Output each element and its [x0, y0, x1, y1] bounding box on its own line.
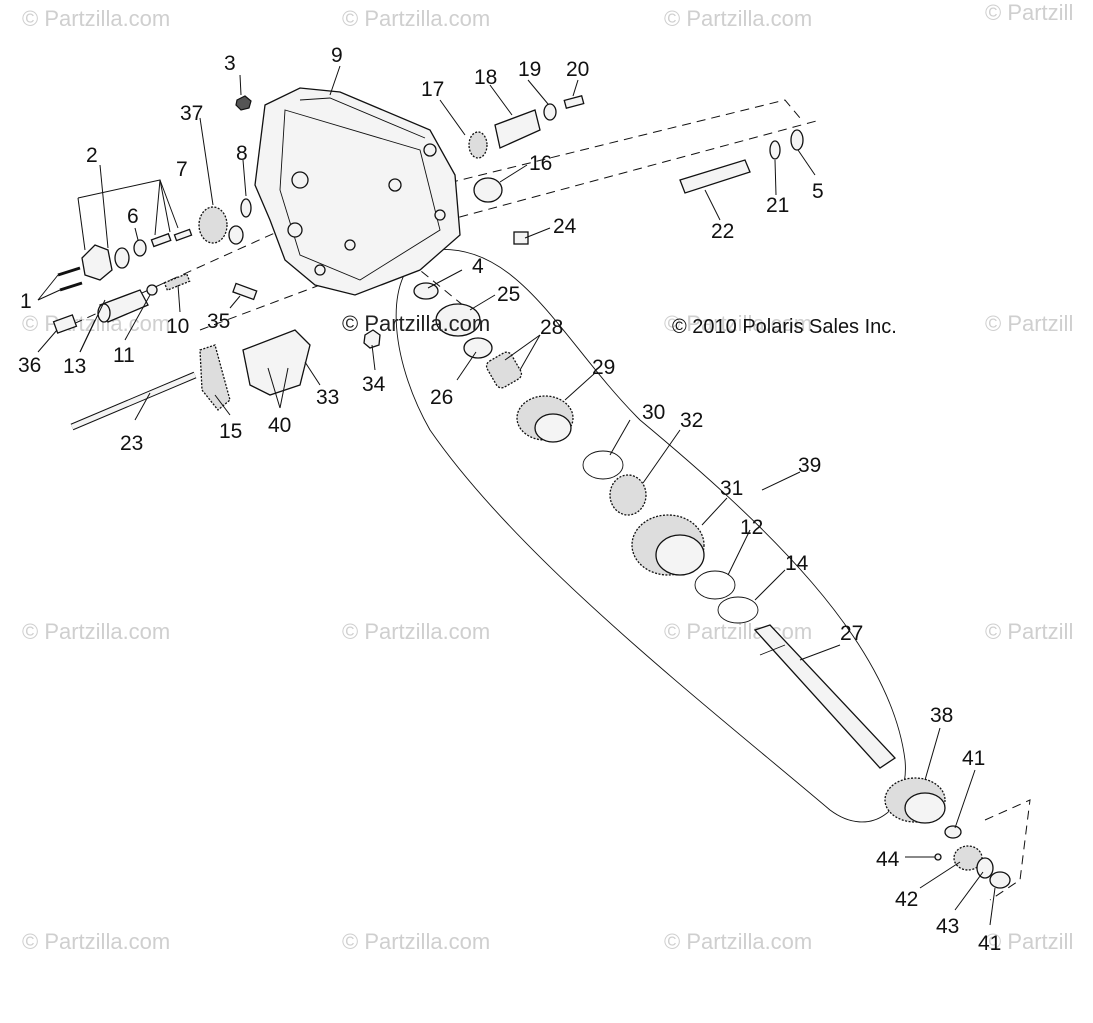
callout-39: 39	[798, 454, 821, 477]
callout-32: 32	[680, 409, 703, 432]
callout-15: 15	[219, 420, 242, 443]
callout-8: 8	[236, 142, 248, 165]
callout-19: 19	[518, 58, 541, 81]
callout-20: 20	[566, 58, 589, 81]
callout-41-top: 41	[962, 747, 985, 770]
callout-27: 27	[840, 622, 863, 645]
callout-36: 36	[18, 354, 41, 377]
callout-16: 16	[529, 152, 552, 175]
main-shaft-stack	[413, 282, 1011, 889]
copyright-notice: © 2010 Polaris Sales Inc.	[672, 316, 897, 338]
watermark: © Partzilla.com	[22, 619, 170, 644]
watermark: © Partzilla.com	[22, 311, 170, 336]
callout-1: 1	[20, 290, 32, 313]
center-watermark: © Partzilla.com	[342, 311, 490, 336]
callout-4: 4	[472, 255, 484, 278]
callout-40: 40	[268, 414, 291, 437]
watermark: © Partzill	[985, 619, 1073, 644]
callout-13: 13	[63, 355, 86, 378]
watermark: © Partzill	[985, 311, 1073, 336]
callout-2: 2	[86, 144, 98, 167]
part-39-assembly-outline	[395, 248, 906, 823]
callout-41-bottom: 41	[978, 932, 1001, 955]
callout-42: 42	[895, 888, 918, 911]
callout-labels: 1 2 3 4 5 6 7 8 9 10 11 12 13 14 15 16 1…	[18, 44, 1001, 955]
top-right-parts	[468, 95, 804, 203]
callout-30: 30	[642, 401, 665, 424]
callout-11: 11	[113, 344, 135, 367]
callout-3: 3	[224, 52, 236, 75]
watermark: © Partzilla.com	[342, 929, 490, 954]
callout-33: 33	[316, 386, 339, 409]
callout-18: 18	[474, 66, 497, 89]
callout-10: 10	[166, 315, 189, 338]
watermark: © Partzilla.com	[664, 929, 812, 954]
callout-35: 35	[207, 310, 230, 333]
callout-6: 6	[127, 205, 139, 228]
callout-28: 28	[540, 316, 563, 339]
watermark: © Partzilla.com	[342, 619, 490, 644]
callout-17: 17	[421, 78, 444, 101]
callout-29: 29	[592, 356, 615, 379]
callout-34: 34	[362, 373, 386, 396]
callout-9: 9	[331, 44, 343, 67]
leader-lines	[37, 65, 996, 926]
callout-38: 38	[930, 704, 953, 727]
callout-21: 21	[766, 194, 789, 217]
transmission-case-housing	[254, 87, 461, 296]
callout-14: 14	[785, 552, 809, 575]
callout-43: 43	[936, 915, 959, 938]
watermark: © Partzilla.com	[342, 6, 490, 31]
watermark-layer: © Partzilla.com © Partzilla.com © Partzi…	[22, 0, 1073, 954]
callout-25: 25	[497, 283, 520, 306]
callout-24: 24	[553, 215, 577, 238]
callout-23: 23	[120, 432, 143, 455]
callout-44: 44	[876, 848, 900, 871]
callout-31: 31	[720, 477, 743, 500]
callout-7: 7	[176, 158, 188, 181]
watermark: © Partzilla.com	[664, 6, 812, 31]
callout-22: 22	[711, 220, 734, 243]
callout-37: 37	[180, 102, 203, 125]
watermark: © Partzilla.com	[664, 311, 812, 336]
watermark: © Partzilla.com	[22, 929, 170, 954]
watermark: © Partzilla.com	[22, 6, 170, 31]
callout-12: 12	[740, 516, 763, 539]
callout-5: 5	[812, 180, 824, 203]
watermark: © Partzill	[985, 0, 1073, 25]
callout-26: 26	[430, 386, 453, 409]
watermark: © Partzill	[985, 929, 1073, 954]
left-cluster-parts	[52, 95, 529, 431]
